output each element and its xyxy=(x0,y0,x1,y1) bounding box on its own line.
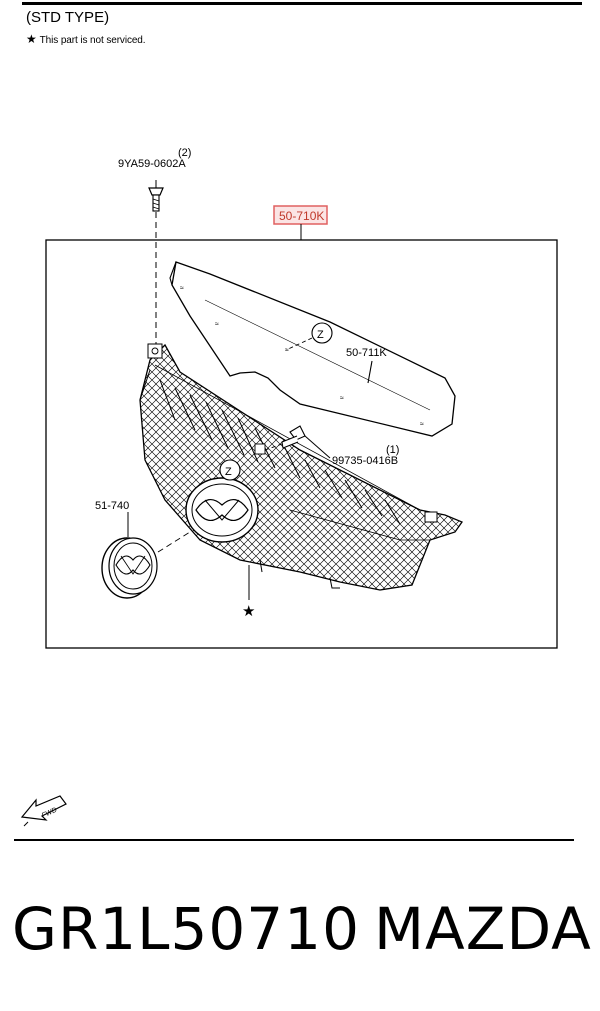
not-serviced-star: ★ xyxy=(242,602,255,620)
highlight-part-label: 50-710K xyxy=(279,209,324,223)
screw-mid-part-label: 99735-0416B xyxy=(332,455,398,467)
ref-z-upper xyxy=(311,322,333,344)
svg-text:≈: ≈ xyxy=(180,285,184,292)
screw-top xyxy=(148,180,164,345)
emblem-part-label: 51-740 xyxy=(95,500,129,512)
star-icon: ★ xyxy=(26,32,37,46)
not-serviced-text: This part is not serviced. xyxy=(39,35,146,46)
svg-text:≈: ≈ xyxy=(215,321,219,328)
svg-text:≈: ≈ xyxy=(340,395,344,402)
screw-top-part-label: 9YA59-0602A xyxy=(118,158,186,170)
molding-part-label: 50-711K xyxy=(346,347,387,359)
ref-z-lower-label: Z xyxy=(225,466,232,478)
screw-mid-qty: (1) xyxy=(386,444,399,456)
emblem-51740 xyxy=(101,512,191,599)
ref-z-lower xyxy=(219,459,241,481)
svg-text:≈: ≈ xyxy=(420,421,424,428)
not-serviced-note: ★This part is not serviced. xyxy=(26,32,146,46)
part-number: GR1L50710 xyxy=(12,895,360,963)
fwd-arrow-icon: FWD xyxy=(20,795,67,827)
std-type-label: (STD TYPE) xyxy=(26,9,110,26)
screw-top-qty: (2) xyxy=(178,147,191,159)
screw-mid xyxy=(264,425,331,459)
upper-molding: ≈ ≈ ≈ ≈ ≈ xyxy=(169,261,456,437)
svg-text:≈: ≈ xyxy=(285,347,289,354)
bottom-rule xyxy=(14,839,574,841)
top-rule xyxy=(22,2,582,5)
brand-name: MAZDA xyxy=(374,895,592,963)
ref-z-upper-label: Z xyxy=(317,329,324,341)
grille-emblem xyxy=(185,477,259,543)
